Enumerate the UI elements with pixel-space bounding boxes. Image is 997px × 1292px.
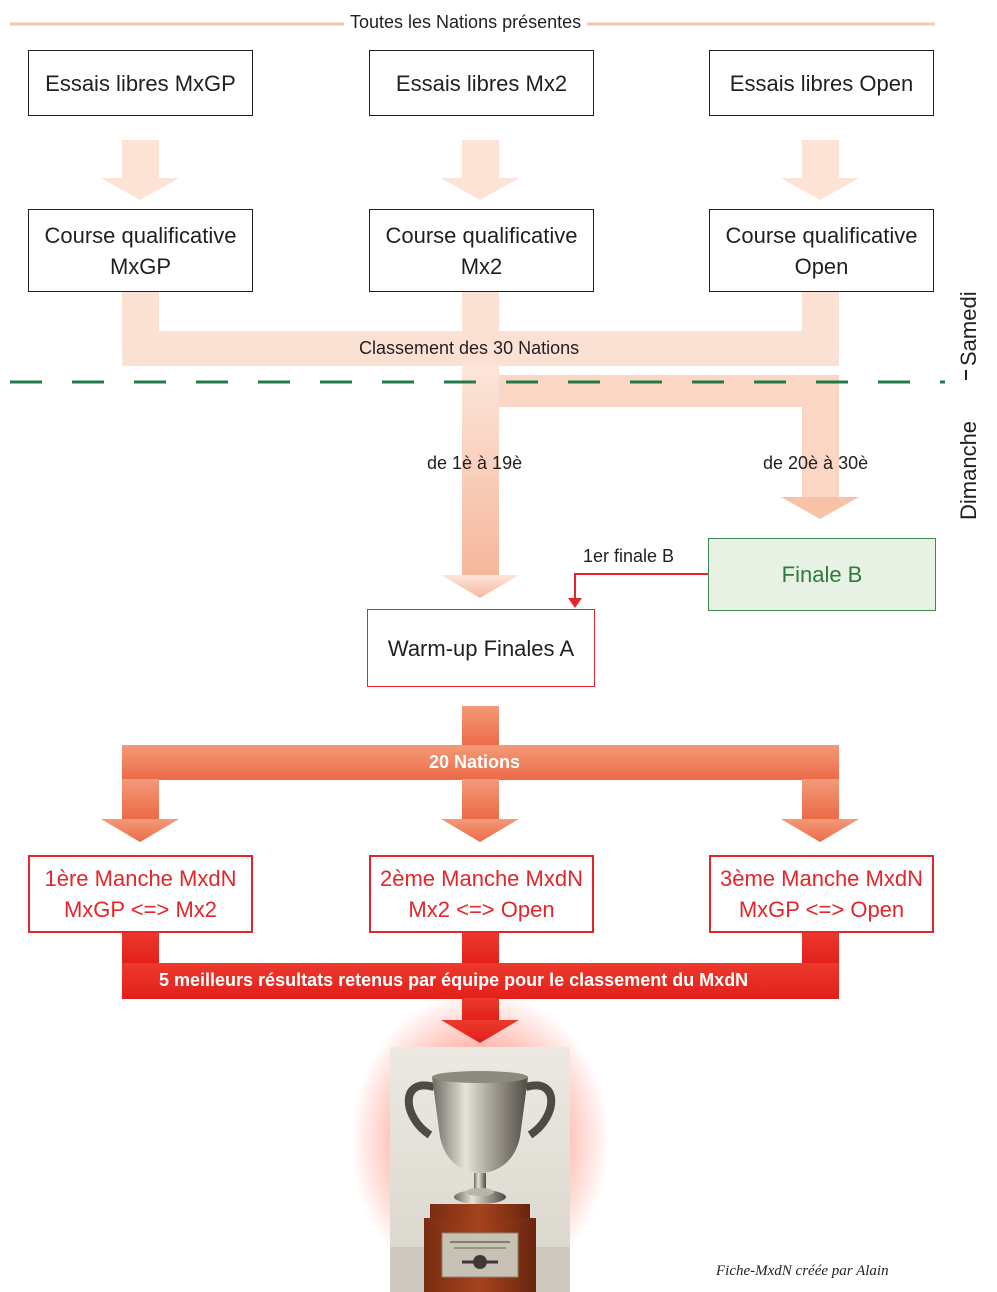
classement-bar — [122, 292, 839, 366]
manche-3-line2: MxGP <=> Open — [738, 897, 905, 922]
classement-label: Classement des 30 Nations — [359, 338, 580, 358]
warmup-box: Warm-up Finales A — [367, 609, 595, 687]
qualif-open-box: Course qualificative Open — [709, 209, 934, 292]
main-stem — [441, 365, 519, 598]
split-top-label: de 1è à 19è — [427, 453, 523, 473]
qualif-open-line1: Course qualificative — [725, 222, 918, 248]
manche-2-line1: 2ème Manche MxdN — [380, 866, 583, 891]
trophy-image — [390, 1047, 570, 1292]
split-bottom-label: de 20è à 30è — [763, 453, 869, 473]
manche-1-box: 1ère Manche MxdN MxGP <=> Mx2 — [28, 855, 253, 933]
nations-bar — [101, 706, 859, 842]
qualif-mxgp-line2: MxGP — [109, 253, 172, 279]
qualif-mx2-line1: Course qualificative — [385, 222, 578, 248]
essais-mx2-label: Essais libres Mx2 — [395, 70, 568, 96]
manche-3-line1: 3ème Manche MxdN — [720, 866, 923, 891]
essai-arrows — [101, 140, 859, 200]
qualif-mxgp-line1: Course qualificative — [44, 222, 237, 248]
credit-text: Fiche-MxdN créée par Alain — [716, 1263, 889, 1279]
essais-mxgp-label: Essais libres MxGP — [45, 70, 236, 96]
qualif-open-line2: Open — [794, 253, 849, 279]
result-label: 5 meilleurs résultats retenus par équipe… — [159, 970, 749, 990]
manche-3-box: 3ème Manche MxdN MxGP <=> Open — [709, 855, 934, 933]
manche-2-box: 2ème Manche MxdN Mx2 <=> Open — [369, 855, 594, 933]
sunday-label: Dimanche — [956, 420, 981, 520]
finale-b-arrow — [574, 573, 708, 600]
finale-b-label: Finale B — [781, 562, 863, 587]
nations-label: 20 Nations — [429, 752, 521, 772]
saturday-label: Samedi — [956, 291, 981, 366]
finale-b-box: Finale B — [708, 538, 936, 611]
header-label: Toutes les Nations présentes — [344, 12, 588, 33]
manche-2-line2: Mx2 <=> Open — [408, 897, 555, 922]
warmup-label: Warm-up Finales A — [387, 635, 575, 661]
essais-mx2-box: Essais libres Mx2 — [369, 50, 594, 116]
essais-open-label: Essais libres Open — [729, 70, 914, 96]
manche-1-line2: MxGP <=> Mx2 — [63, 897, 218, 922]
qualif-mx2-box: Course qualificative Mx2 — [369, 209, 594, 292]
manche-1-line1: 1ère Manche MxdN — [44, 866, 237, 891]
result-bar — [122, 932, 839, 1043]
qualif-mxgp-box: Course qualificative MxGP — [28, 209, 253, 292]
essais-mxgp-box: Essais libres MxGP — [28, 50, 253, 116]
finale-b-arrow-label: 1er finale B — [583, 546, 675, 566]
essais-open-box: Essais libres Open — [709, 50, 934, 116]
branch-finale-b — [499, 375, 859, 519]
qualif-mx2-line2: Mx2 — [460, 253, 503, 279]
day-divider-tick — [965, 370, 967, 380]
